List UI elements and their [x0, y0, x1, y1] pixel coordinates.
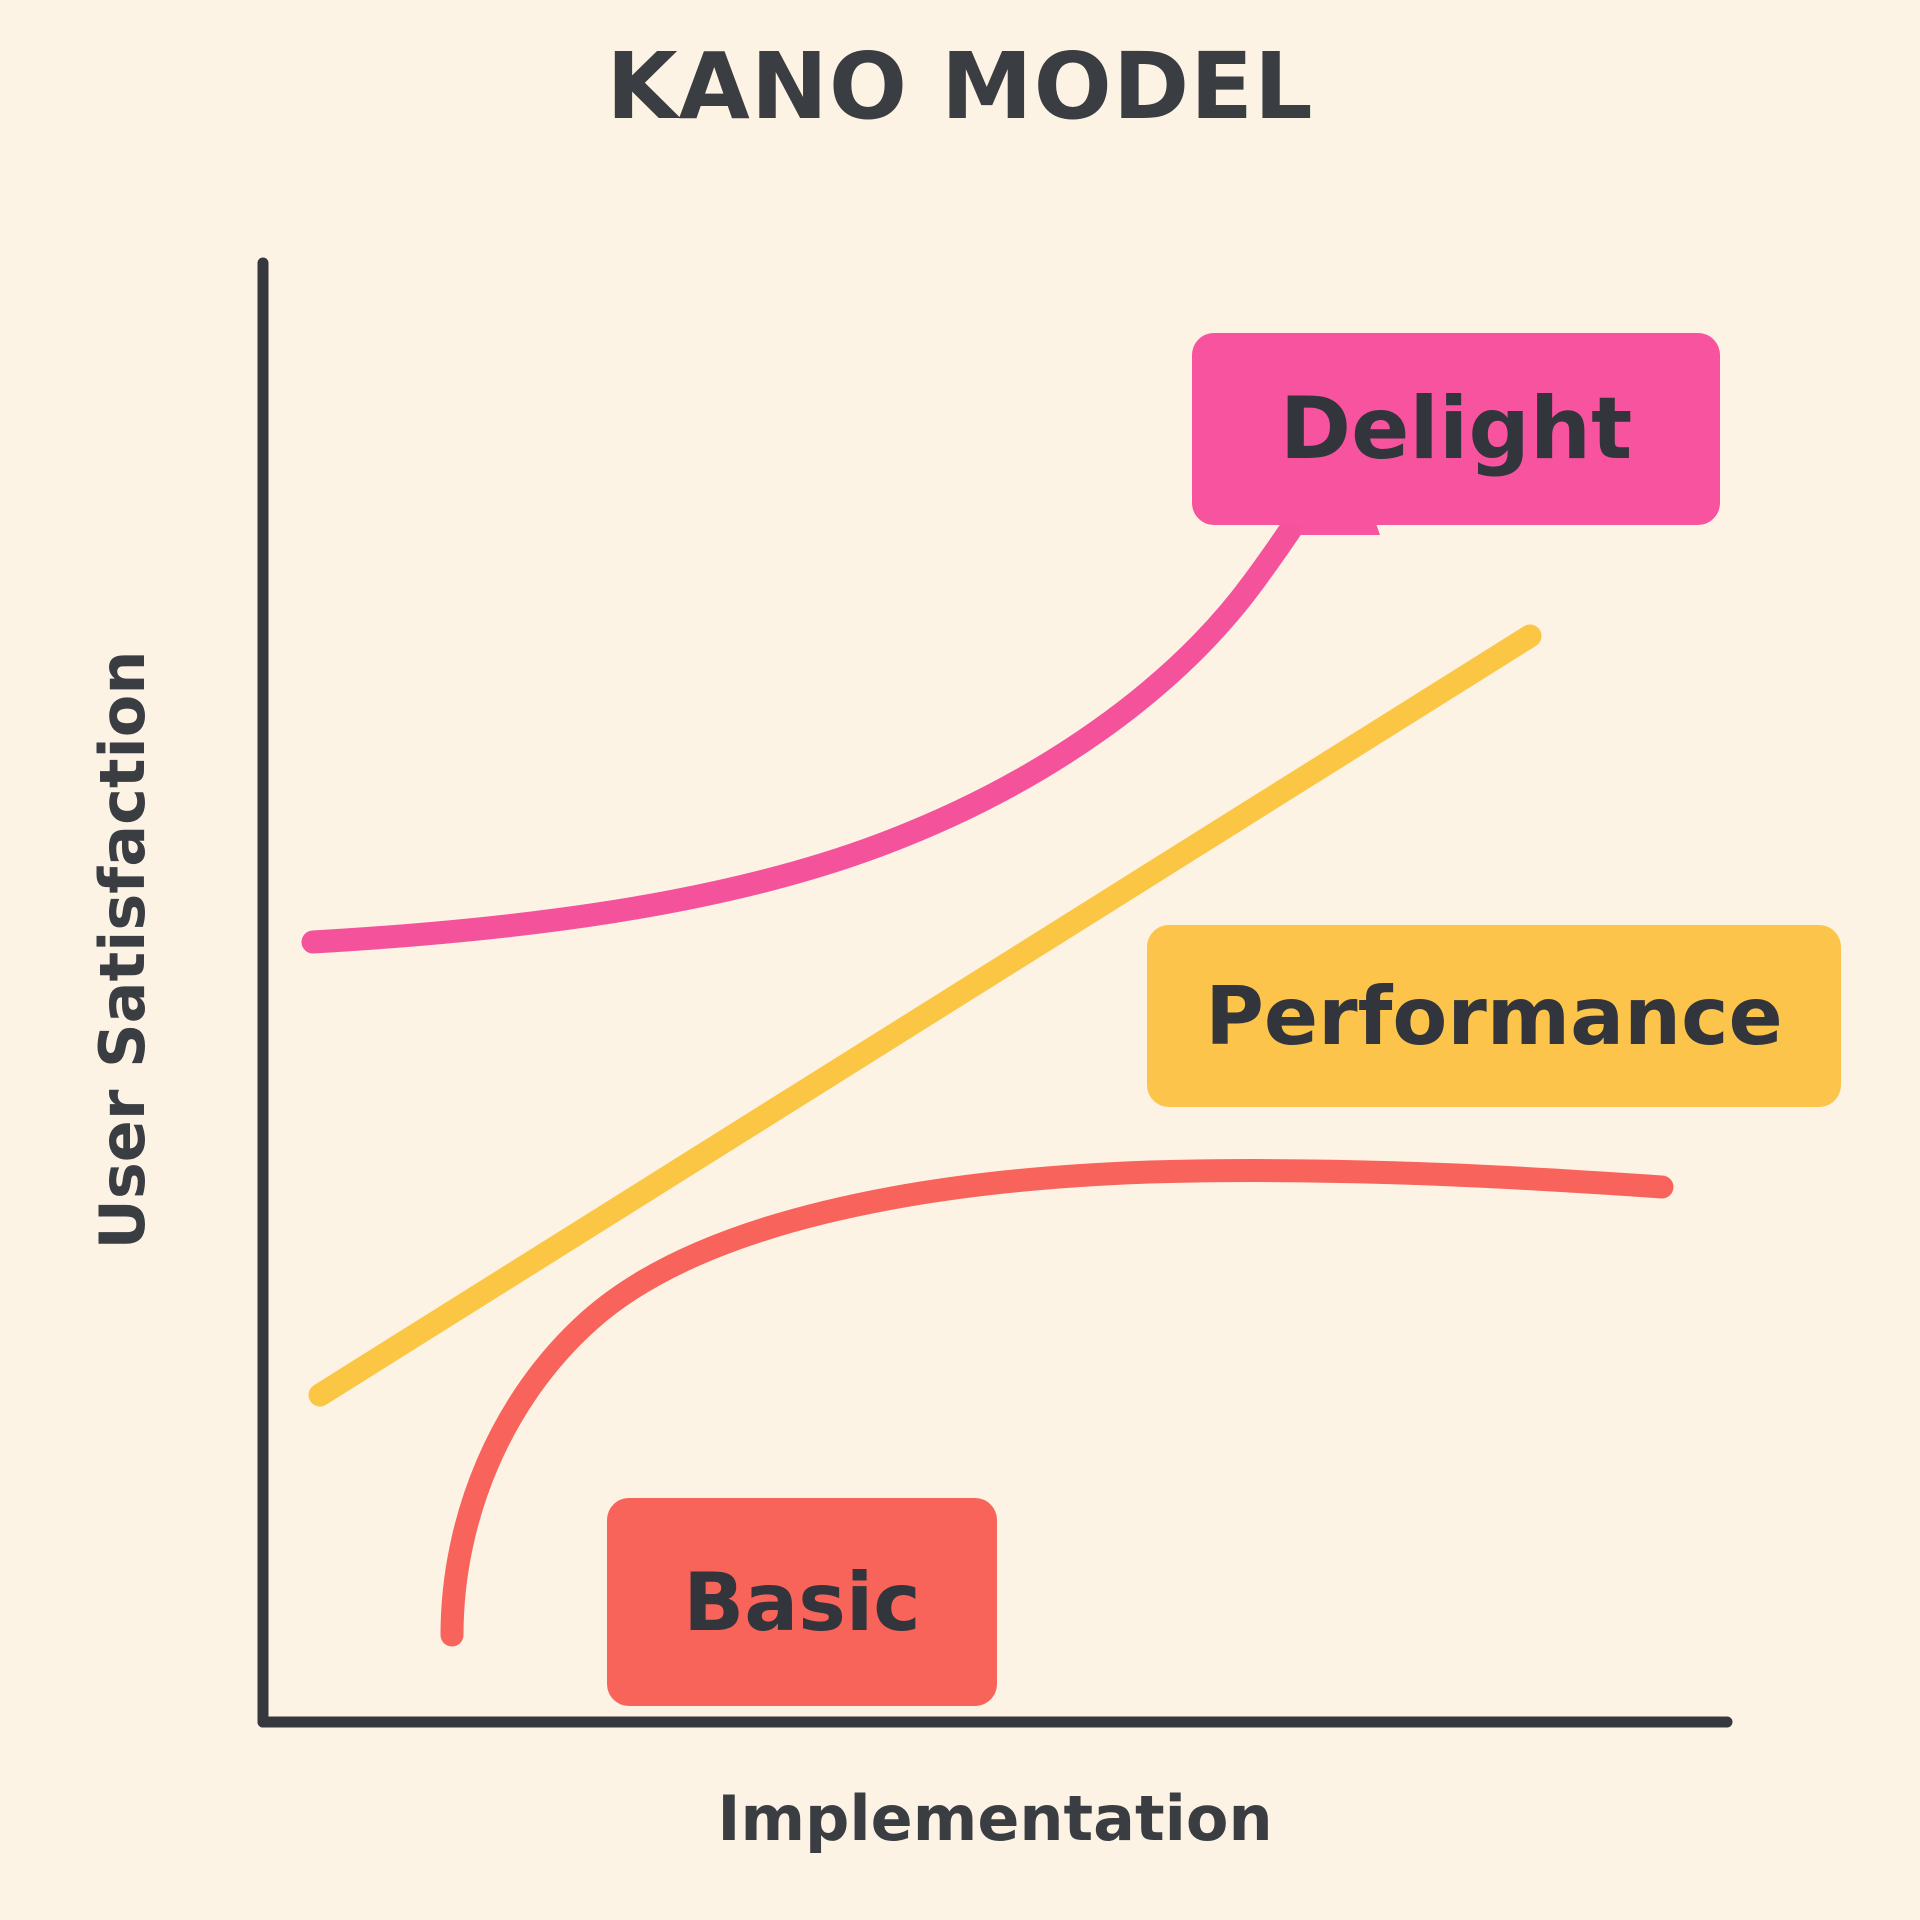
delight-curve — [301, 458, 1340, 954]
x-axis-label: Implementation — [717, 1782, 1273, 1855]
page-title: KANO MODEL — [606, 33, 1314, 140]
callout-performance-label: Performance — [1205, 969, 1783, 1063]
callout-basic-label: Basic — [683, 1555, 921, 1649]
callout-performance[interactable]: Performance — [1147, 925, 1841, 1107]
basic-curve — [440, 1159, 1674, 1647]
y-axis-label: User Satisfaction — [86, 650, 159, 1250]
callout-basic[interactable]: Basic — [607, 1498, 997, 1706]
callout-delight[interactable]: Delight — [1192, 333, 1720, 525]
callout-delight-label: Delight — [1279, 379, 1633, 479]
performance-line — [308, 624, 1542, 1407]
